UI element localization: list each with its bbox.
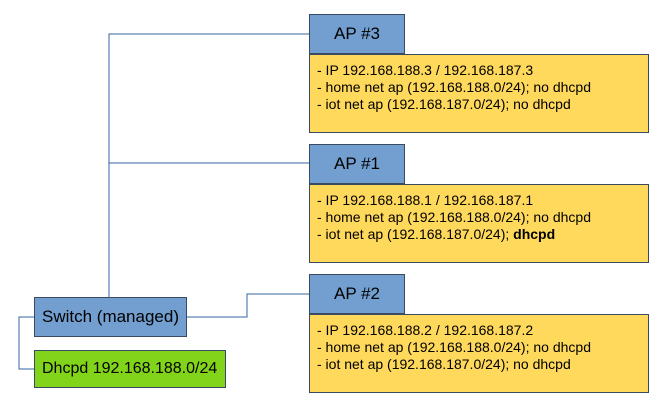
ap1-iot-net-text: - iot net ap (192.168.187.0/24); [317,226,514,242]
ap1-header: AP #1 [309,144,405,184]
ap2-home-net-line: - home net ap (192.168.188.0/24); no dhc… [317,339,591,355]
ap3-header: AP #3 [309,14,405,54]
wire-switch-dhcpd [18,316,34,370]
ap2-details: - IP 192.168.188.2 / 192.168.187.2 - hom… [309,314,649,393]
ap2-header: AP #2 [309,274,405,314]
ap3-ip-line: - IP 192.168.188.3 / 192.168.187.3 [317,62,534,78]
switch-node: Switch (managed) [34,297,187,337]
ap1-ip-line: - IP 192.168.188.1 / 192.168.187.1 [317,192,534,208]
ap1-iot-net-line: - iot net ap (192.168.187.0/24); dhcpd [317,226,648,243]
ap1-details: - IP 192.168.188.1 / 192.168.187.1 - hom… [309,184,649,263]
dhcpd-server-node: Dhcpd 192.168.188.0/24 [34,350,226,388]
ap3-iot-net-line: - iot net ap (192.168.187.0/24); no dhcp… [317,96,571,112]
ap1-home-net-line: - home net ap (192.168.188.0/24); no dhc… [317,209,591,225]
ap3-details: - IP 192.168.188.3 / 192.168.187.3 - hom… [309,54,649,133]
ap3-home-net-line: - home net ap (192.168.188.0/24); no dhc… [317,79,591,95]
ap1-dhcpd-emphasis: dhcpd [513,226,556,242]
wire-switch-ap2 [187,293,309,318]
ap2-ip-line: - IP 192.168.188.2 / 192.168.187.2 [317,322,534,338]
wire-switch-ap3 [108,33,309,297]
ap2-iot-net-line: - iot net ap (192.168.187.0/24); no dhcp… [317,356,571,372]
